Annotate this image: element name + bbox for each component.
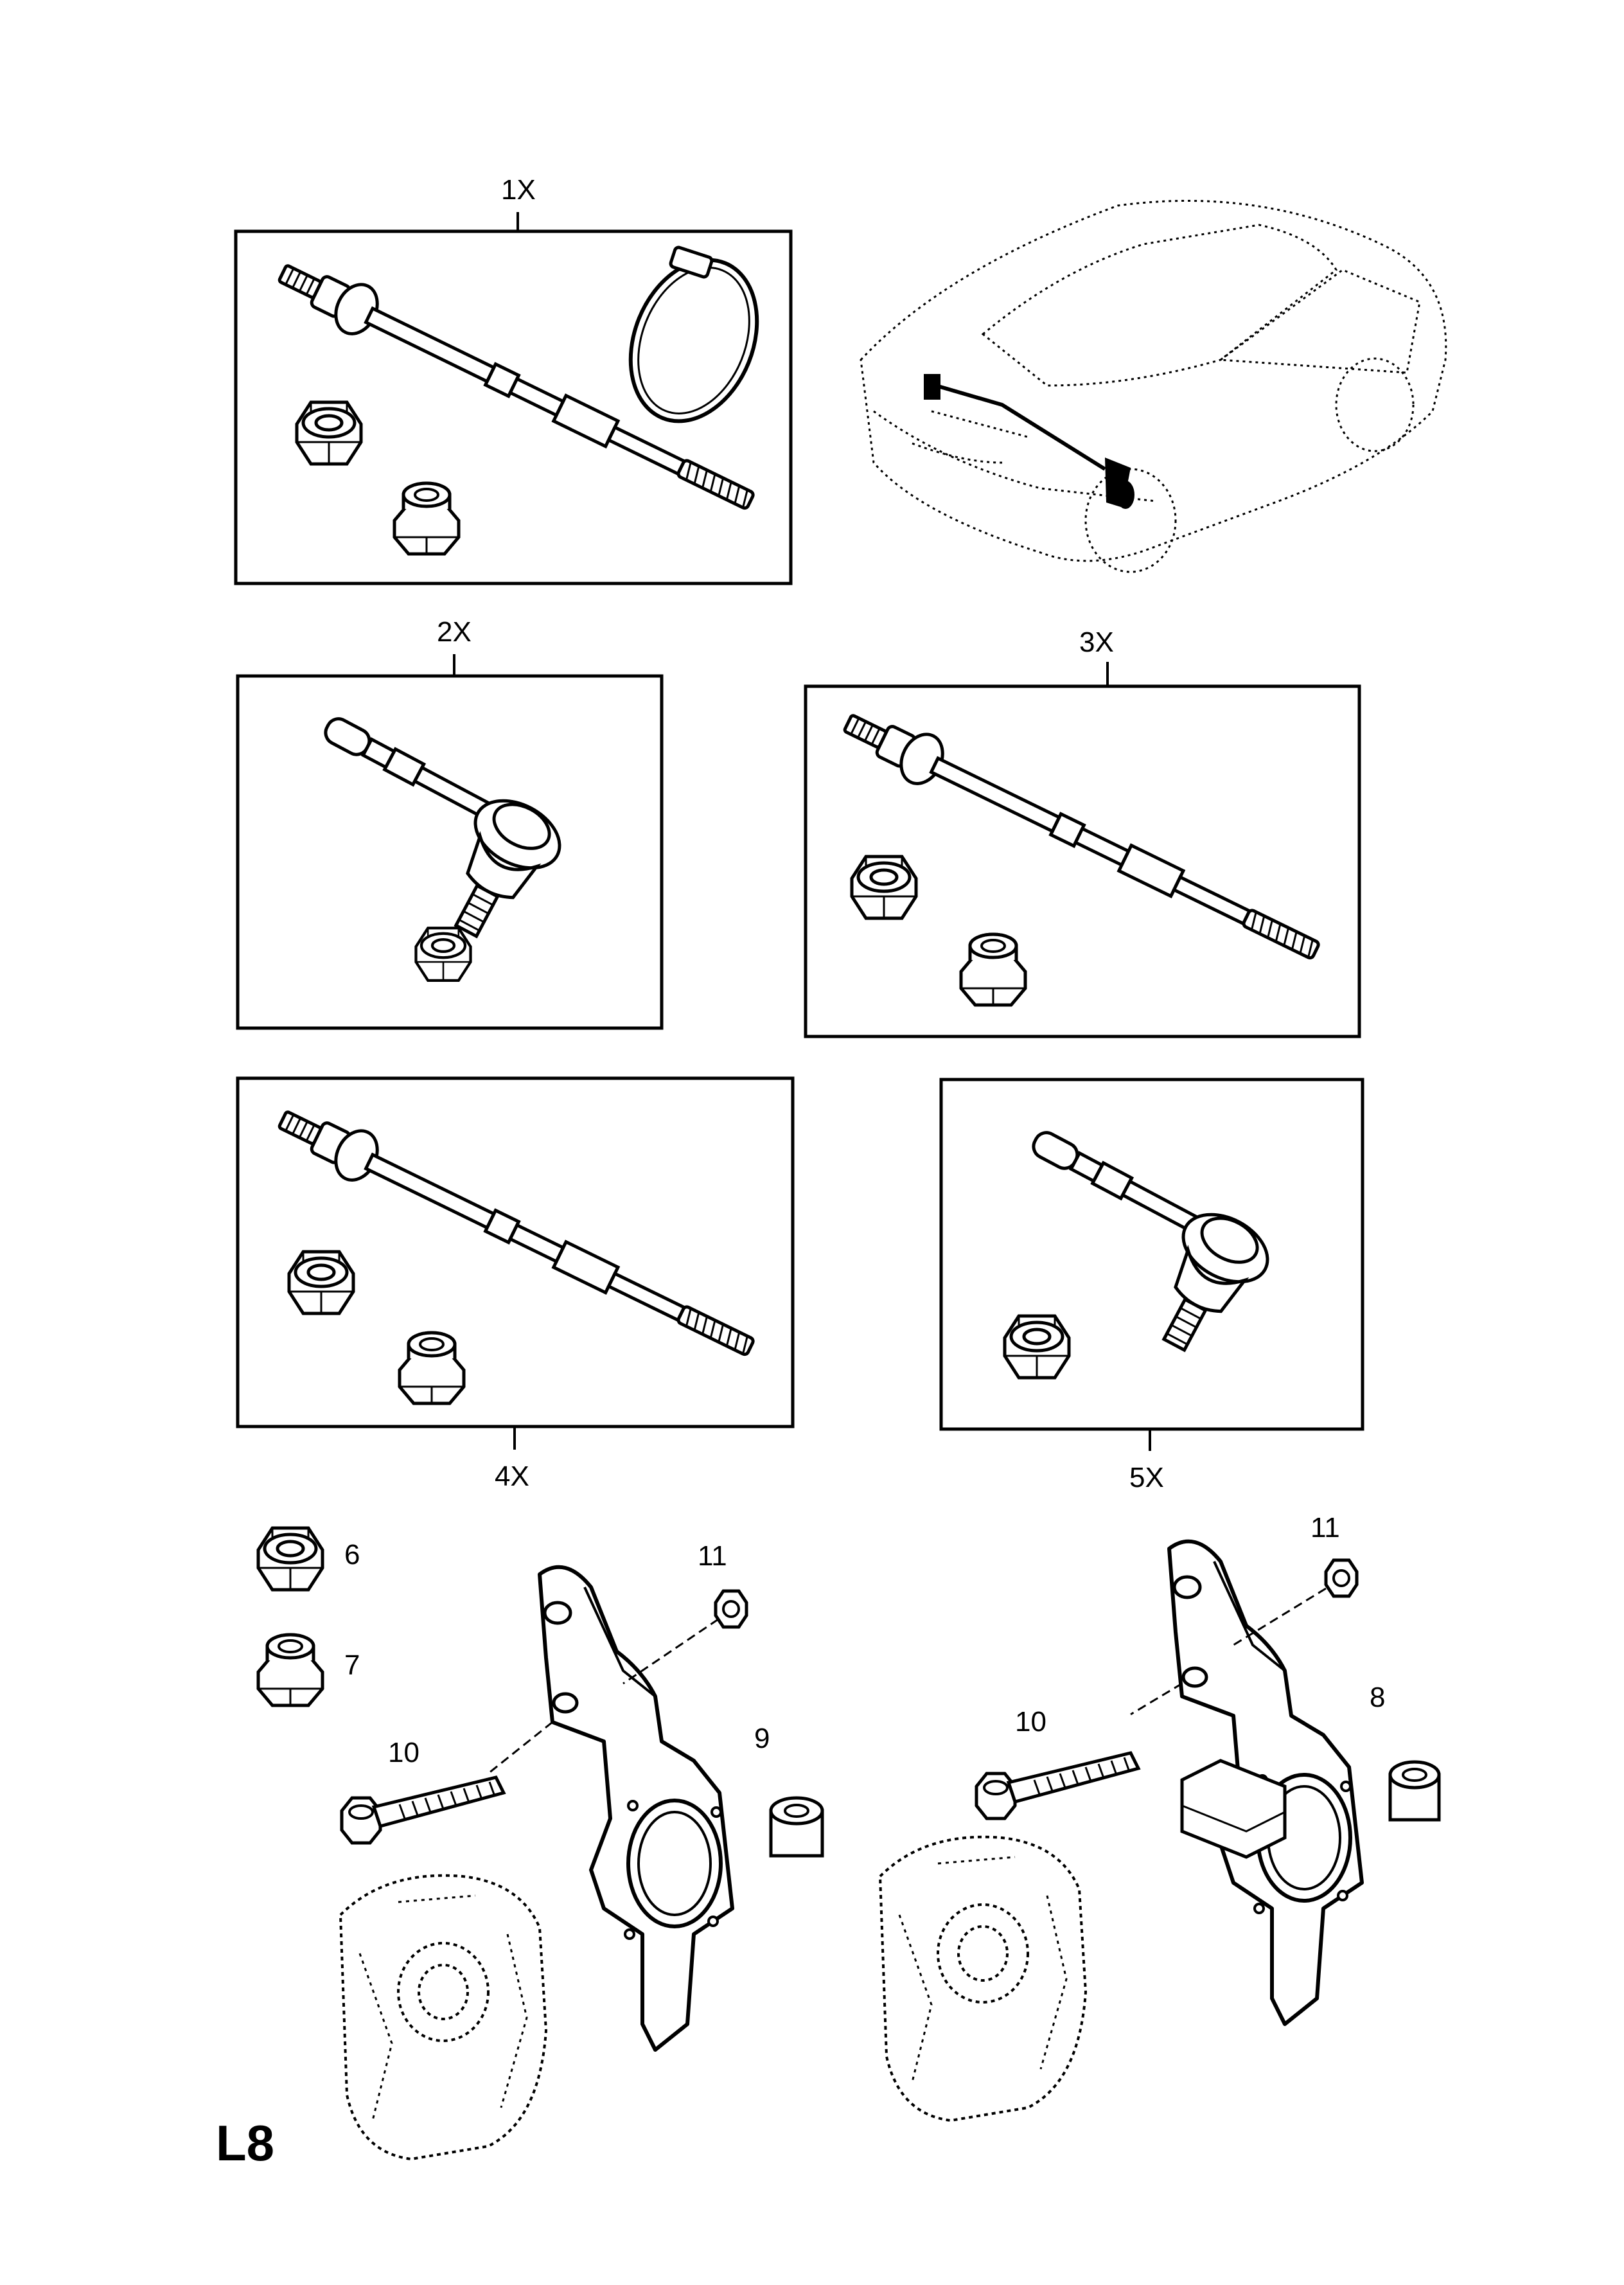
callout-10-left-label: 10 [388,1737,419,1768]
part-6-lock-nut [258,1528,322,1590]
nylock-nut [400,1333,464,1403]
lock-nut [1005,1316,1069,1378]
lock-nut [416,928,471,981]
kit-1-frame [234,229,793,585]
steering-linkage-highlight [924,374,1134,509]
kit-5-frame [939,1078,1364,1431]
brake-caliper-context [879,1835,1087,2122]
nylock-nut [394,483,459,554]
lock-nut [852,857,916,918]
left-knuckle-assembly [339,1567,824,2160]
part-10-bolt [342,1777,504,1843]
part-10-bolt [976,1753,1138,1818]
inner-tie-rod [836,700,1327,974]
kit-3-label: 3X [1079,627,1114,658]
kit-1-label: 1X [501,174,536,206]
nylock-nut [961,934,1025,1005]
kit-2-frame [236,674,664,1030]
caliper-bracket [1180,1759,1287,1859]
page-code: L8 [216,2115,275,2171]
knuckle-bushing-right [1388,1760,1441,1822]
kit-2-label: 2X [437,616,472,648]
vehicle-locator [860,200,1447,573]
right-knuckle-assembly [879,1542,1441,2122]
kit-5-label: 5X [1129,1462,1164,1493]
kit-2-group [236,654,664,1030]
lock-nut [289,1252,353,1313]
kit-3-frame [804,684,1361,1038]
brake-caliper-context [339,1874,547,2160]
part-9-steering-knuckle [540,1567,732,2050]
kit-3-group [804,662,1361,1038]
part-11-flange-nut [716,1591,746,1627]
kit-4-group [236,1076,795,1450]
inner-tie-rod [271,250,761,524]
callout-9-label: 9 [754,1723,770,1754]
callout-8-label: 8 [1370,1682,1386,1713]
callout-10-right-label: 10 [1015,1706,1046,1738]
callout-11-right-label: 11 [1311,1512,1340,1543]
inner-tie-rod [271,1096,761,1371]
kit-1-group [234,212,793,585]
callout-7-label: 7 [344,1649,360,1681]
tie-rod-end [273,706,570,952]
part-11-flange-nut [1326,1560,1357,1596]
lock-nut [297,402,361,464]
kit-4-label: 4X [495,1461,529,1492]
knuckle-bushing-left [769,1796,824,1858]
part-7-nylock-nut [258,1635,322,1705]
boot-clamp [628,245,759,423]
kit-5-group [939,1078,1364,1451]
callout-11-left-label: 11 [698,1540,727,1572]
callout-6-label: 6 [344,1539,360,1570]
